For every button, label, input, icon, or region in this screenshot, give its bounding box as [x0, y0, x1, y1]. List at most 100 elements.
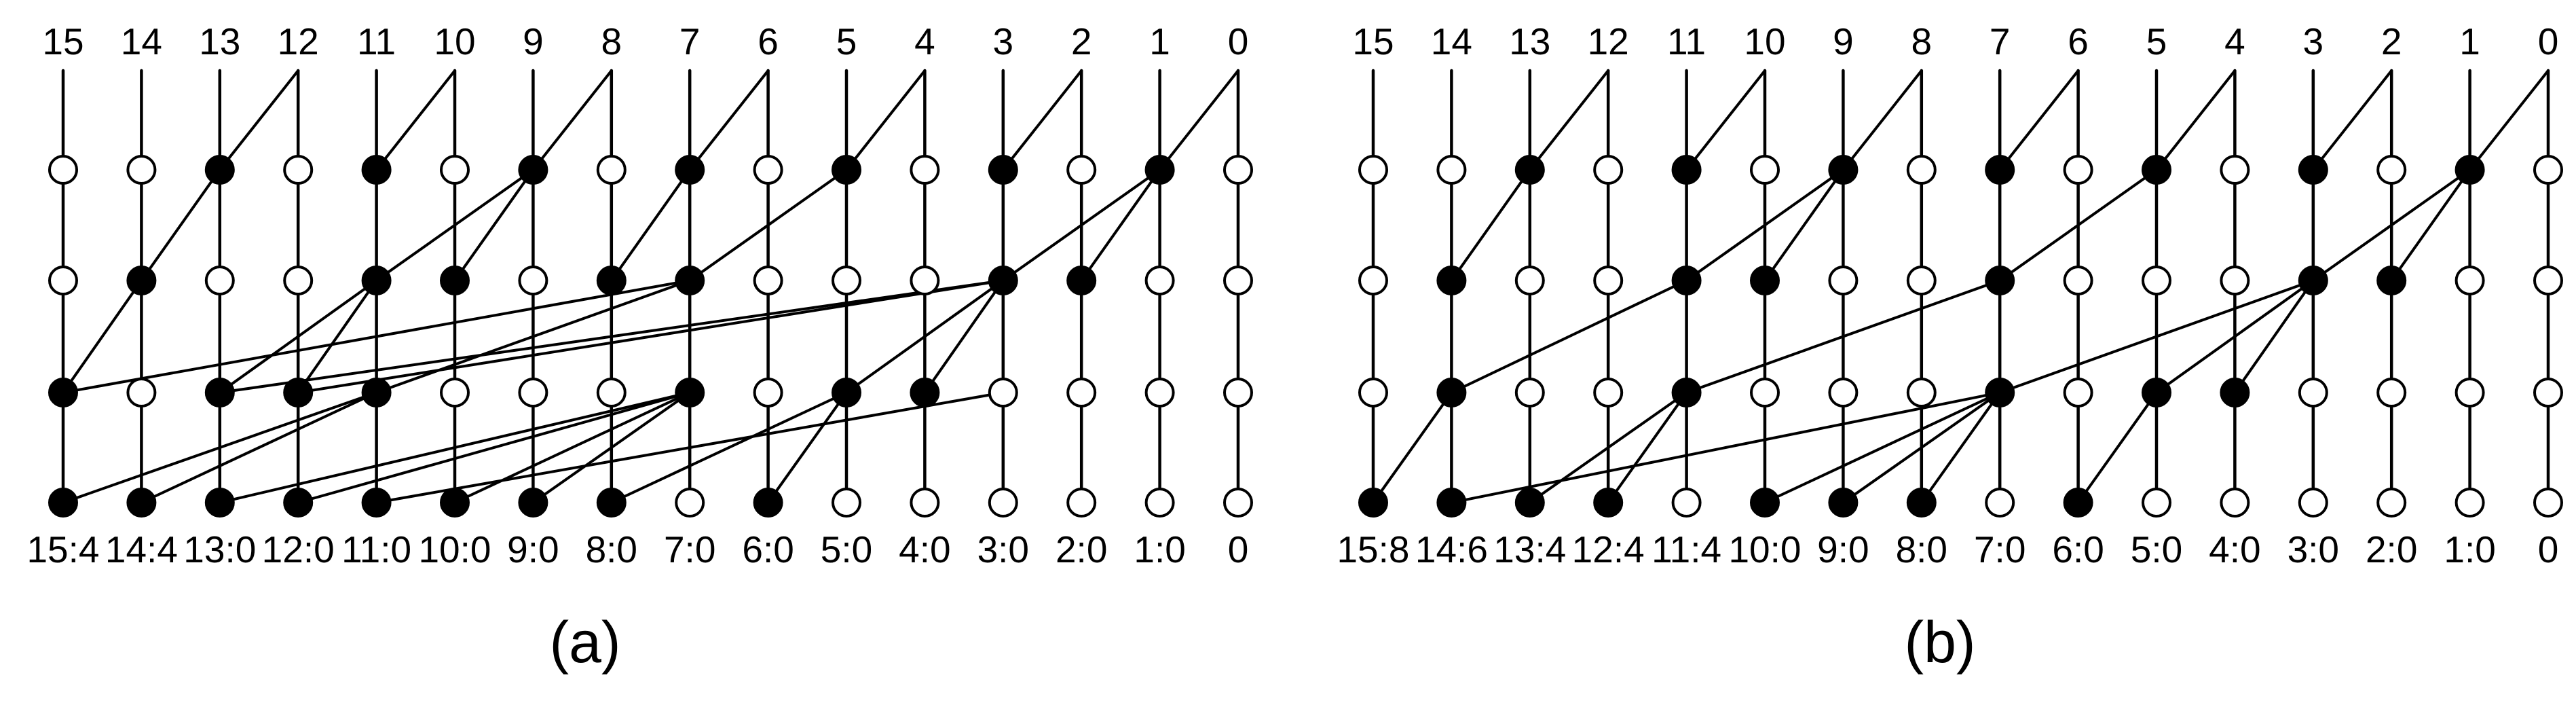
prefix-edge	[375, 69, 456, 171]
buffer-node	[2376, 155, 2407, 185]
prefix-edge	[218, 69, 300, 171]
buffer-node	[2220, 488, 2250, 518]
prefix-edge	[688, 69, 770, 171]
prefix-edge	[845, 69, 927, 171]
output-label: 6:0	[2052, 528, 2104, 570]
prefix-operator-node	[1750, 488, 1780, 518]
column-label: 4	[2224, 20, 2245, 62]
column-label: 3	[993, 20, 1014, 62]
output-label: 8:0	[1896, 528, 1947, 570]
output-label: 5:0	[821, 528, 872, 570]
prefix-edge	[1763, 168, 1845, 282]
edge-layer	[1372, 69, 2550, 504]
buffer-node	[753, 266, 783, 295]
column-label: 12	[278, 20, 319, 62]
node-layer	[48, 155, 1253, 518]
buffer-node	[1358, 266, 1388, 295]
prefix-operator-node	[2142, 155, 2171, 185]
prefix-edge	[375, 391, 1005, 504]
prefix-operator-node	[1671, 266, 1702, 295]
buffer-node	[1066, 488, 1097, 518]
prefix-edge	[218, 279, 1005, 394]
prefix-edge	[375, 279, 692, 394]
buffer-node	[2220, 266, 2250, 295]
buffer-node	[832, 488, 861, 518]
prefix-operator-node	[988, 155, 1018, 185]
prefix-operator-node	[675, 266, 705, 295]
prefix-operator-node	[596, 488, 627, 518]
buffer-node	[1223, 266, 1253, 295]
buffer-node	[1223, 155, 1253, 185]
buffer-node	[48, 266, 78, 295]
buffer-node	[1514, 266, 1545, 295]
buffer-node	[1144, 266, 1175, 295]
prefix-operator-node	[988, 266, 1018, 295]
prefix-edge	[297, 391, 692, 504]
buffer-node	[1066, 378, 1097, 407]
prefix-edge	[2155, 69, 2237, 171]
buffer-node	[1906, 378, 1937, 407]
prefix-edge	[2311, 69, 2393, 171]
output-label: 9:0	[1817, 528, 1869, 570]
output-label: 1:0	[2444, 528, 2495, 570]
buffer-node	[2454, 488, 2485, 518]
buffer-node	[1828, 266, 1859, 295]
buffer-node	[440, 378, 470, 407]
prefix-edge	[1080, 168, 1161, 282]
column-label: 4	[914, 20, 935, 62]
prefix-operator-node	[832, 155, 861, 185]
buffer-node	[440, 155, 470, 185]
prefix-edge	[62, 279, 143, 394]
prefix-operator-node	[126, 488, 157, 518]
prefix-edge	[2468, 69, 2550, 171]
buffer-node	[1144, 488, 1175, 518]
buffer-node	[2454, 266, 2485, 295]
prefix-operator-node	[204, 488, 235, 518]
buffer-node	[48, 155, 78, 185]
output-label: 13:0	[183, 528, 256, 570]
buffer-node	[596, 155, 627, 185]
prefix-operator-node	[832, 378, 861, 407]
prefix-operator-node	[1514, 488, 1545, 518]
prefix-edge	[140, 168, 221, 282]
prefix-operator-node	[1985, 378, 2015, 407]
column-label: 5	[2146, 20, 2167, 62]
buffer-node	[988, 378, 1018, 407]
buffer-node	[204, 266, 235, 295]
buffer-node	[1514, 378, 1545, 407]
prefix-operator-node	[2376, 266, 2407, 295]
buffer-node	[832, 266, 861, 295]
prefix-operator-node	[440, 266, 470, 295]
prefix-operator-node	[2142, 378, 2171, 407]
prefix-edge	[923, 279, 1005, 394]
prefix-edge	[297, 279, 1005, 394]
output-label: 7:0	[1974, 528, 2026, 570]
column-label: 0	[2538, 20, 2559, 62]
prefix-operator-node	[1436, 378, 1467, 407]
prefix-edge	[62, 391, 378, 504]
prefix-operator-node	[1750, 266, 1780, 295]
buffer-node	[126, 155, 157, 185]
column-label: 10	[1744, 20, 1785, 62]
prefix-operator-node	[2298, 155, 2328, 185]
buffer-node	[988, 488, 1018, 518]
prefix-operator-node	[1593, 488, 1624, 518]
column-label: 3	[2303, 20, 2324, 62]
buffer-node	[910, 266, 940, 295]
output-label: 8:0	[586, 528, 637, 570]
buffer-node	[2298, 488, 2328, 518]
output-label: 13:4	[1493, 528, 1566, 570]
buffer-node	[283, 266, 314, 295]
output-label: 3:0	[977, 528, 1029, 570]
panel-a-caption: (a)	[549, 610, 620, 675]
prefix-edge	[62, 279, 692, 394]
column-label: 6	[758, 20, 779, 62]
output-label: 0	[2538, 528, 2559, 570]
buffer-node	[2533, 155, 2563, 185]
buffer-node	[1593, 266, 1624, 295]
prefix-operator-node	[675, 155, 705, 185]
buffer-node	[1144, 378, 1175, 407]
prefix-operator-node	[361, 488, 392, 518]
column-label: 7	[1990, 20, 2011, 62]
